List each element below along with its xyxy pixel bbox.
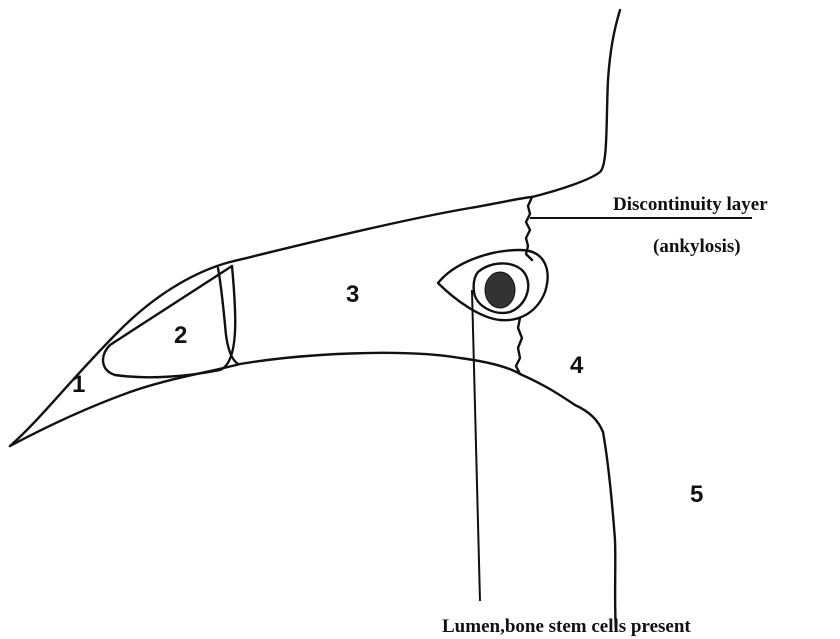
region-label-3: 3	[346, 281, 359, 308]
region-label-1: 1	[72, 371, 85, 398]
ankylosis-boundary-lower	[516, 318, 522, 374]
lumen-leader-line	[472, 290, 480, 601]
region-label-4: 4	[570, 352, 584, 379]
skull-outline	[532, 10, 620, 197]
ankylosis-label: (ankylosis)	[653, 236, 741, 257]
lumen-core	[485, 272, 515, 308]
discontinuity-layer-label: Discontinuity layer	[613, 194, 768, 215]
lower-beak-outline	[10, 353, 520, 446]
region-label-2: 2	[174, 322, 187, 349]
region-2-outline	[103, 266, 235, 377]
region-label-5: 5	[690, 481, 703, 508]
lumen-label: Lumen,bone stem cells present	[442, 616, 691, 637]
throat-outline	[520, 374, 616, 630]
